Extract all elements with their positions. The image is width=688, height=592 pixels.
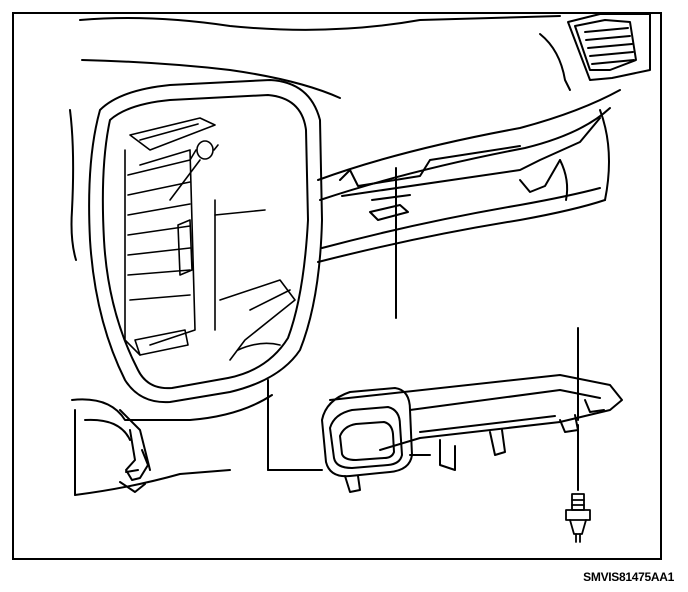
instrument-panel-outline: [70, 16, 570, 260]
figure-reference-code: SMVIS81475AA1: [583, 570, 674, 584]
fastener-bolt: [566, 494, 590, 542]
glove-box-cavity: [125, 118, 295, 360]
right-panel-section: [318, 90, 620, 262]
air-vent: [568, 14, 650, 80]
leader-lines: [268, 168, 578, 490]
lower-panel: [72, 395, 272, 495]
illustration-frame: [12, 12, 662, 560]
glove-box-opening: [89, 80, 322, 402]
air-duct: [322, 375, 622, 492]
